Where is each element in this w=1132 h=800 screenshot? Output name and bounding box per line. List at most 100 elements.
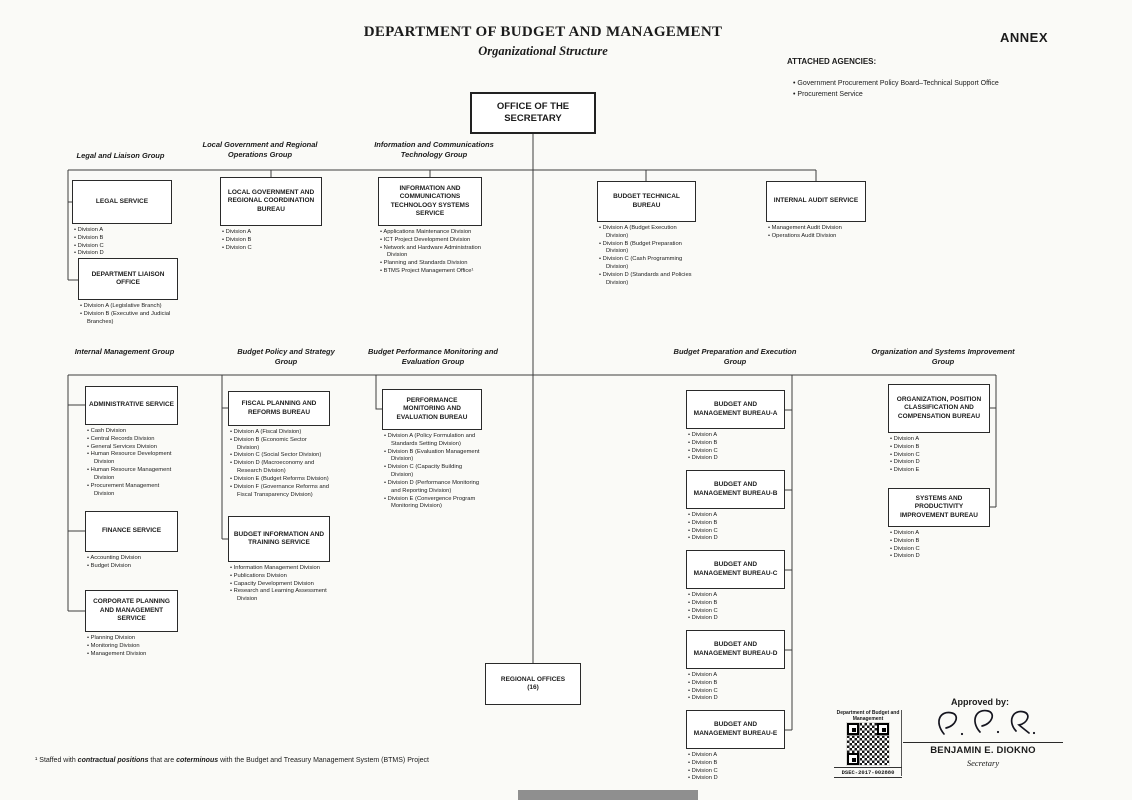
approved-by-label: Approved by: <box>950 697 1009 707</box>
spib-divisions: Division ADivision BDivision CDivision D <box>890 530 990 561</box>
list-item: Procurement Service <box>793 90 1073 101</box>
list-item: Division A (Policy Formulation and Stand… <box>384 433 482 449</box>
list-item: Budget Division <box>87 563 178 571</box>
opccb-box: ORGANIZATION, POSITION CLASSIFICATION AN… <box>888 384 990 433</box>
list-item: Division C <box>688 608 785 616</box>
group-budget-policy-strategy: Budget Policy and Strategy Group <box>237 347 335 367</box>
fiscal-planning-divisions: Division A (Fiscal Division)Division B (… <box>230 429 330 499</box>
ictss-box: INFORMATION AND COMMUNICATIONS TECHNOLOG… <box>378 177 482 226</box>
list-item: Government Procurement Policy Board–Tech… <box>793 79 1073 90</box>
budget-technical-bureau-divisions: Division A (Budget Execution Division)Di… <box>599 225 696 288</box>
unit-ict-systems-service: INFORMATION AND COMMUNICATIONS TECHNOLOG… <box>378 177 482 276</box>
internal-audit-service-box: INTERNAL AUDIT SERVICE <box>766 181 866 222</box>
bmb-e-divisions: Division ADivision BDivision CDivision D <box>688 752 785 783</box>
qr-finder-icon <box>877 723 889 735</box>
qr-code <box>846 722 890 766</box>
group-local-government-regional-operations: Local Government and Regional Operations… <box>202 140 318 160</box>
unit-budget-management-bureau-b: BUDGET AND MANAGEMENT BUREAU-B Division … <box>686 470 785 543</box>
finance-service-box: FINANCE SERVICE <box>85 511 178 552</box>
bmb-e-box: BUDGET AND MANAGEMENT BUREAU-E <box>686 710 785 749</box>
list-item: Central Records Division <box>87 436 178 444</box>
document-title: DEPARTMENT OF BUDGET AND MANAGEMENT <box>363 24 723 40</box>
list-item: General Services Division <box>87 444 178 452</box>
list-item: Division A <box>688 672 785 680</box>
list-item: Division B <box>890 444 990 452</box>
list-item: Division D <box>688 695 785 703</box>
stamp-divider-line <box>901 710 902 776</box>
list-item: Division D <box>688 615 785 623</box>
list-item: Division B <box>688 520 785 528</box>
legal-service-box: LEGAL SERVICE <box>72 180 172 224</box>
list-item: Division D <box>890 553 990 561</box>
list-item: Monitoring Division <box>87 643 178 651</box>
list-item: Division B <box>222 237 322 245</box>
list-item: Division E <box>890 467 990 475</box>
list-item: Division A <box>890 530 990 538</box>
list-item: Management Division <box>87 651 178 659</box>
list-item: BTMS Project Management Office¹ <box>380 268 482 276</box>
list-item: Division D (Performance Monitoring and R… <box>384 480 482 496</box>
list-item: Division A <box>222 229 322 237</box>
list-item: Division A <box>688 752 785 760</box>
qr-finder-icon <box>847 753 859 765</box>
performance-monitoring-box: PERFORMANCE MONITORING AND EVALUATION BU… <box>382 389 482 430</box>
bmb-c-divisions: Division ADivision BDivision CDivision D <box>688 592 785 623</box>
list-item: Division E (Convergence Program Monitori… <box>384 496 482 512</box>
list-item: Research and Learning Assessment Divisio… <box>230 588 330 604</box>
unit-finance-service: FINANCE SERVICE Accounting DivisionBudge… <box>85 511 178 571</box>
bmb-a-box: BUDGET AND MANAGEMENT BUREAU-A <box>686 390 785 429</box>
budget-information-training-divisions: Information Management DivisionPublicati… <box>230 565 330 604</box>
regional-offices-title: REGIONAL OFFICES <box>500 675 566 683</box>
footnote-emphasis: coterminous <box>176 757 219 764</box>
bmb-b-divisions: Division ADivision BDivision CDivision D <box>688 512 785 543</box>
unit-organization-position-classification-compensation-bureau: ORGANIZATION, POSITION CLASSIFICATION AN… <box>888 384 990 475</box>
unit-legal-service: LEGAL SERVICE Division ADivision BDivisi… <box>72 180 172 258</box>
group-budget-performance-monitoring-evaluation: Budget Performance Monitoring and Evalua… <box>367 347 498 367</box>
lgrcb-divisions: Division ADivision BDivision C <box>222 229 322 252</box>
list-item: Division A <box>688 432 785 440</box>
stamp-agency-label: Department of Budget and Management <box>836 710 900 722</box>
bmb-b-box: BUDGET AND MANAGEMENT BUREAU-B <box>686 470 785 509</box>
list-item: Procurement Management Division <box>87 483 178 499</box>
list-item: Division A <box>688 512 785 520</box>
bmb-c-box: BUDGET AND MANAGEMENT BUREAU-C <box>686 550 785 589</box>
list-item: Division C <box>688 768 785 776</box>
finance-service-divisions: Accounting DivisionBudget Division <box>87 555 178 571</box>
list-item: Management Audit Division <box>768 225 866 233</box>
list-item: Planning and Standards Division <box>380 260 482 268</box>
department-liaison-office-box: DEPARTMENT LIAISON OFFICE <box>78 258 178 300</box>
list-item: Division C <box>688 448 785 456</box>
group-legal-and-liaison: Legal and Liaison Group <box>76 151 165 160</box>
administrative-service-box: ADMINISTRATIVE SERVICE <box>85 386 178 425</box>
corporate-planning-divisions: Planning DivisionMonitoring DivisionMana… <box>87 635 178 658</box>
list-item: Information Management Division <box>230 565 330 573</box>
list-item: Publications Division <box>230 573 330 581</box>
unit-budget-management-bureau-a: BUDGET AND MANAGEMENT BUREAU-A Division … <box>686 390 785 463</box>
approver-title: Secretary <box>966 758 1000 768</box>
unit-administrative-service: ADMINISTRATIVE SERVICE Cash DivisionCent… <box>85 386 178 498</box>
list-item: Division A <box>890 436 990 444</box>
footnote-text: ¹ Staffed with <box>35 757 78 764</box>
list-item: Division B <box>688 440 785 448</box>
unit-systems-productivity-improvement-bureau: SYSTEMS AND PRODUCTIVITY IMPROVEMENT BUR… <box>888 488 990 561</box>
unit-budget-management-bureau-d: BUDGET AND MANAGEMENT BUREAU-D Division … <box>686 630 785 703</box>
list-item: Division B <box>688 760 785 768</box>
list-item: Division B <box>890 538 990 546</box>
list-item: Division C <box>222 245 322 253</box>
list-item: Division A (Fiscal Division) <box>230 429 330 437</box>
list-item: Human Resource Development Division <box>87 451 178 467</box>
list-item: Division A (Legislative Branch) <box>80 303 178 311</box>
scan-artifact-bar <box>518 790 698 800</box>
unit-budget-technical-bureau: BUDGET TECHNICAL BUREAU Division A (Budg… <box>597 181 696 288</box>
list-item: Division B <box>74 235 172 243</box>
list-item: Network and Hardware Administration Divi… <box>380 245 482 261</box>
lgrcb-box: LOCAL GOVERNMENT AND REGIONAL COORDINATI… <box>220 177 322 226</box>
list-item: Division C (Capacity Building Division) <box>384 464 482 480</box>
annex-label: ANNEX <box>1000 30 1049 45</box>
list-item: Division B <box>688 680 785 688</box>
list-item: Cash Division <box>87 428 178 436</box>
list-item: Division D <box>688 775 785 783</box>
list-item: Division B (Executive and Judicial Branc… <box>80 311 178 327</box>
list-item: Accounting Division <box>87 555 178 563</box>
